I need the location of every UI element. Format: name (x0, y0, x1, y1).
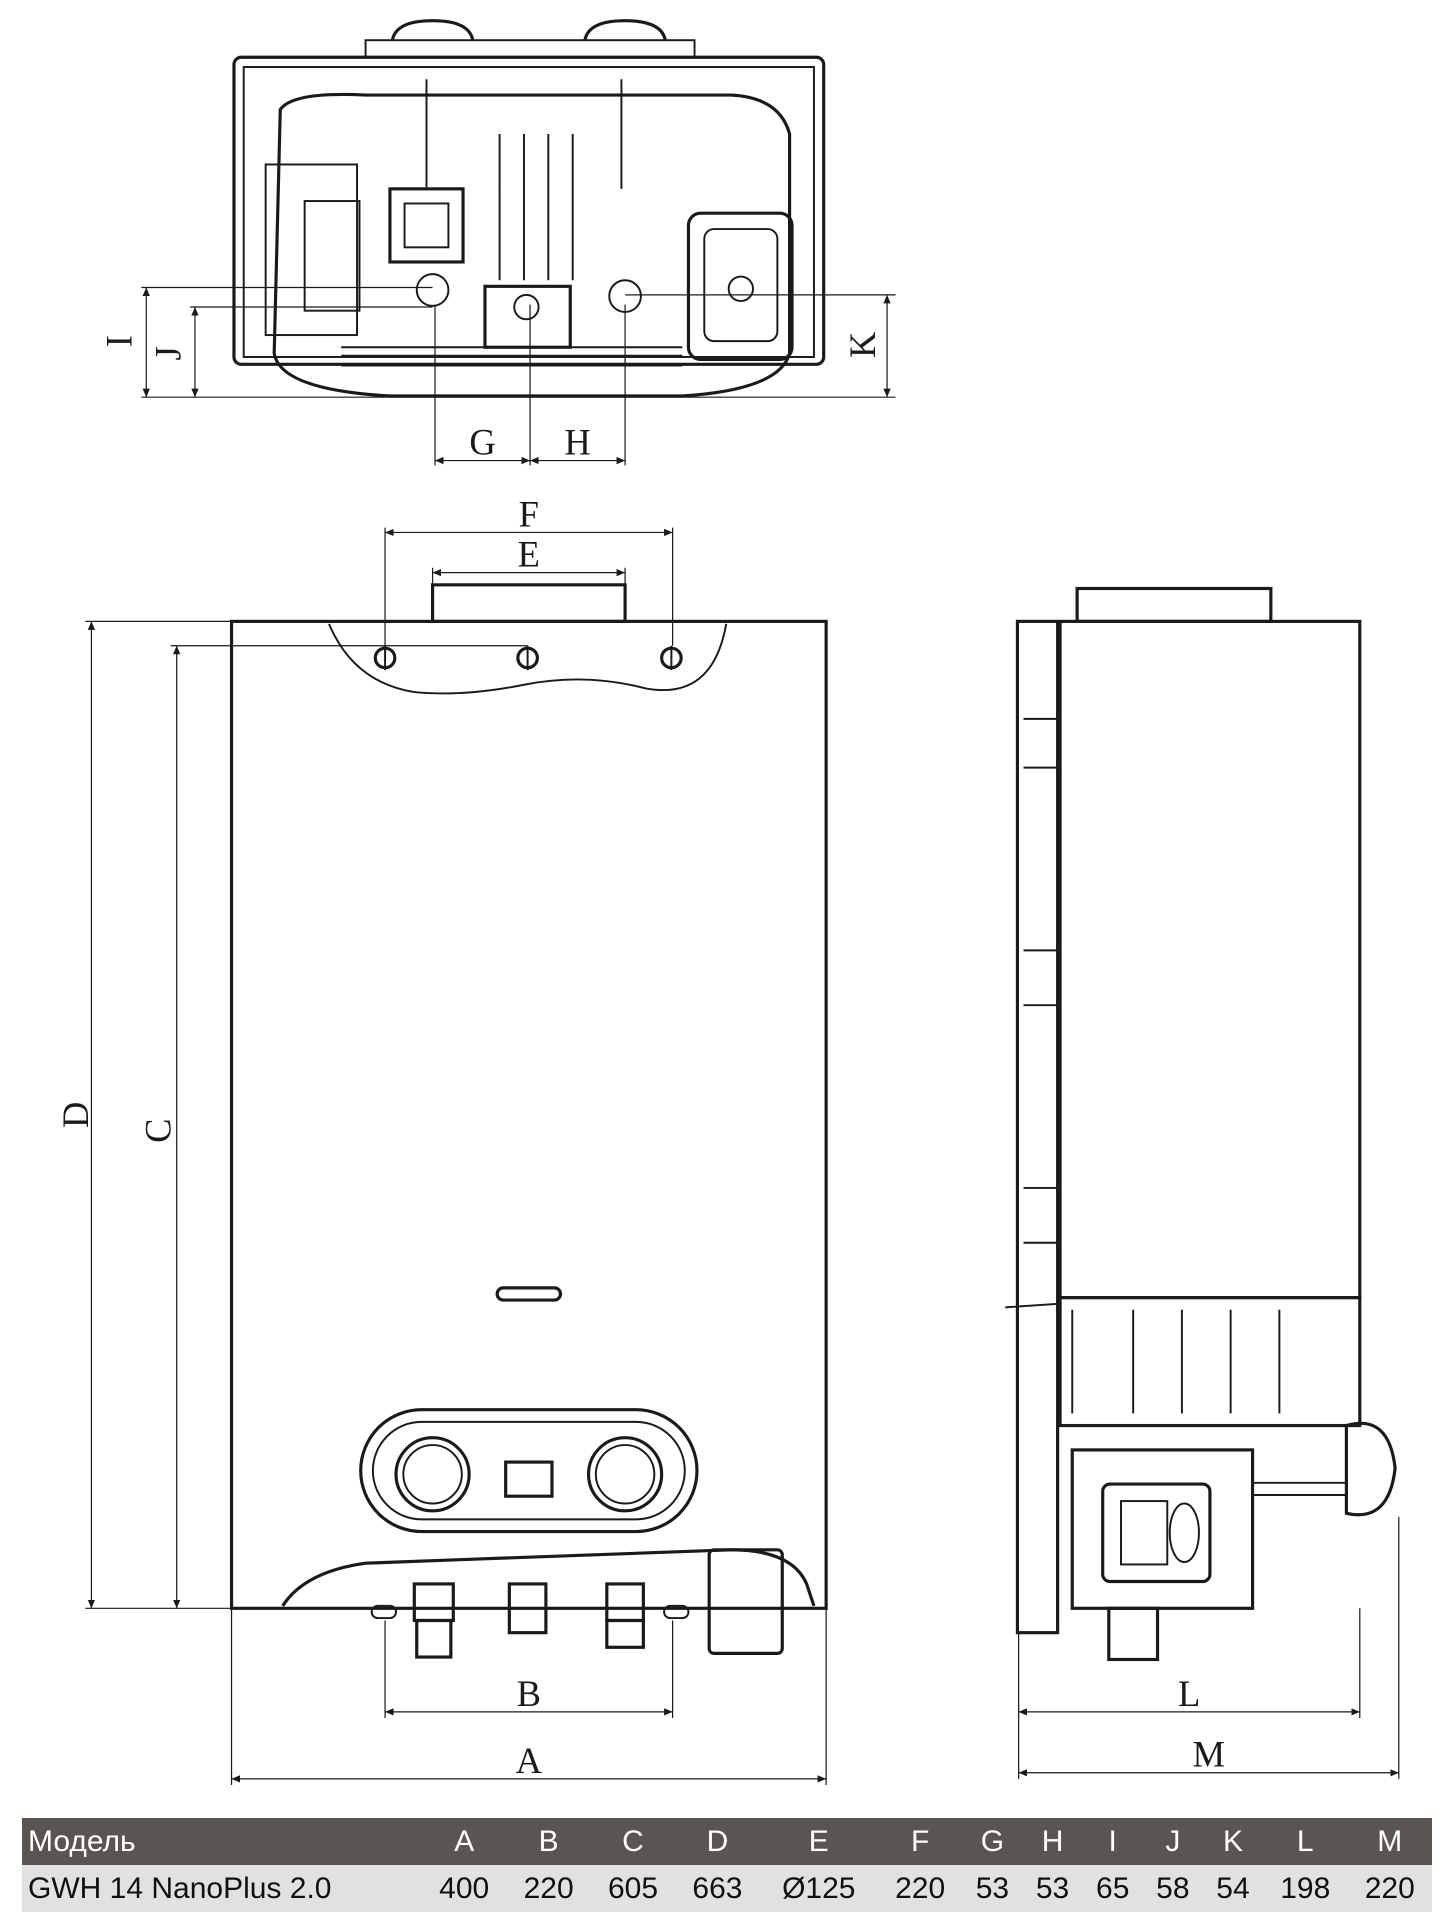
dim-label-c: C (138, 1118, 179, 1142)
cell-j: 58 (1142, 1865, 1203, 1912)
header-b: B (506, 1818, 591, 1865)
front-view: F E D C B A (55, 493, 828, 1785)
dim-label-h: H (564, 421, 590, 462)
cell-d: 663 (675, 1865, 760, 1912)
cell-g: 53 (962, 1865, 1023, 1912)
side-view: L M (1005, 586, 1400, 1779)
dim-label-k: K (842, 331, 883, 358)
cell-b: 220 (506, 1865, 591, 1912)
header-k: K (1202, 1818, 1264, 1865)
cell-model: GWH 14 NanoPlus 2.0 (22, 1865, 422, 1912)
dim-label-b: B (517, 1673, 541, 1714)
table-header-row: Модель A B C D E F G H I J K L M (22, 1818, 1432, 1865)
dim-label-m: M (1192, 1734, 1225, 1775)
cell-h: 53 (1022, 1865, 1083, 1912)
dim-label-a: A (516, 1740, 543, 1781)
cell-k: 54 (1202, 1865, 1264, 1912)
cell-c: 605 (590, 1865, 676, 1912)
dim-label-i: I (99, 335, 140, 347)
dim-label-j: J (147, 346, 188, 360)
dim-label-d: D (55, 1102, 96, 1128)
header-m: M (1347, 1818, 1432, 1865)
header-a: A (422, 1818, 507, 1865)
cell-i: 65 (1082, 1865, 1143, 1912)
header-g: G (962, 1818, 1023, 1865)
dimensions-table: Модель A B C D E F G H I J K L M GWH 14 … (22, 1818, 1432, 1912)
dim-label-f: F (519, 493, 539, 534)
dim-label-l: L (1178, 1673, 1200, 1714)
dim-label-g: G (469, 421, 495, 462)
header-c: C (590, 1818, 676, 1865)
header-e: E (759, 1818, 878, 1865)
header-i: I (1082, 1818, 1143, 1865)
dim-label-e: E (518, 534, 540, 575)
header-f: F (877, 1818, 963, 1865)
table-row: GWH 14 NanoPlus 2.0 400 220 605 663 Ø125… (22, 1865, 1432, 1912)
header-model: Модель (22, 1818, 422, 1865)
cell-e: Ø125 (759, 1865, 878, 1912)
top-view: I J K G H (99, 19, 896, 466)
cell-l: 198 (1263, 1865, 1348, 1912)
header-l: L (1263, 1818, 1348, 1865)
header-j: J (1142, 1818, 1203, 1865)
header-h: H (1022, 1818, 1083, 1865)
cell-m: 220 (1347, 1865, 1432, 1912)
cell-f: 220 (877, 1865, 963, 1912)
cell-a: 400 (422, 1865, 507, 1912)
header-d: D (675, 1818, 760, 1865)
